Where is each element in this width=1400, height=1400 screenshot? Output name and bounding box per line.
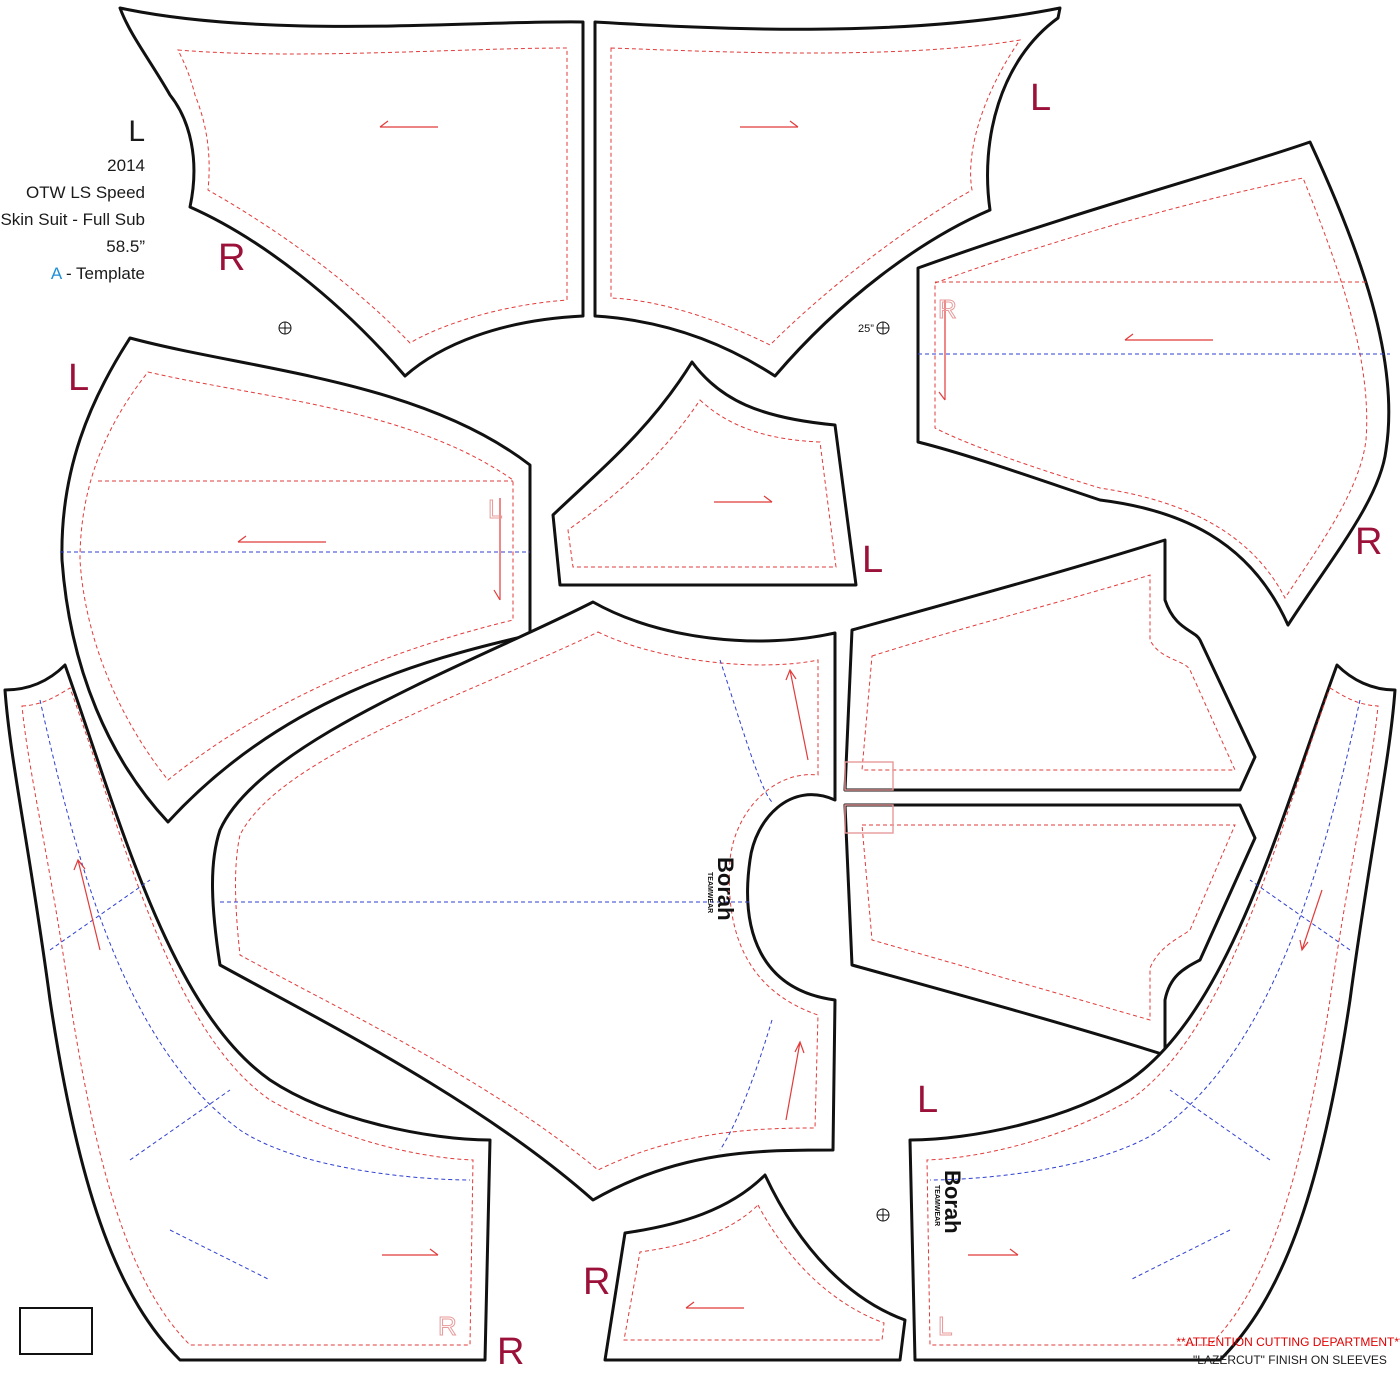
side-label-left-side: L: [68, 357, 90, 399]
cutting-notice-body: "LAZERCUT" FINISH ON SLEEVES: [1193, 1353, 1387, 1367]
cutting-notice: **ATTENTION CUTTING DEPARTMENT** "LAZERC…: [1140, 1333, 1400, 1369]
pattern-piece-gusset-top: [551, 360, 858, 587]
pattern-piece-top-right: [593, 6, 1062, 378]
brand-logo-leg: Borah TEAMWEAR: [933, 1170, 965, 1234]
registration-measure-label: 25”: [858, 323, 874, 335]
pattern-piece-leg-right: [908, 663, 1397, 1362]
size-label: L: [128, 115, 145, 148]
brand-logo-body: Borah TEAMWEAR: [706, 857, 738, 921]
blank-label-box: [19, 1307, 93, 1355]
svg-text:Borah: Borah: [713, 857, 738, 921]
year-label: 2014: [107, 156, 145, 175]
pattern-piece-sleeve-lower: [843, 803, 1257, 1057]
cutting-notice-title: **ATTENTION CUTTING DEPARTMENT**: [1176, 1335, 1400, 1349]
side-label-right-side: R: [1355, 521, 1383, 563]
pattern-piece-right-side: [916, 140, 1391, 627]
registration-mark-bottom: [876, 1208, 890, 1222]
side-label-top-right: L: [1030, 77, 1052, 119]
inner-mark-l-leg-right: L: [938, 1311, 952, 1341]
side-label-top-left: R: [218, 237, 246, 279]
template-suffix: - Template: [61, 264, 145, 283]
template-info: L 2014 OTW LS Speed Skin Suit - Full Sub…: [0, 112, 145, 287]
side-label-leg-left: R: [497, 1331, 525, 1373]
side-label-gusset-bottom: R: [583, 1261, 611, 1303]
inner-mark-l-left-side: L: [488, 494, 502, 524]
pattern-piece-left-side: [60, 336, 532, 824]
pattern-piece-top-left: [118, 6, 585, 378]
svg-text:Borah: Borah: [940, 1170, 965, 1234]
svg-text:TEAMWEAR: TEAMWEAR: [933, 1185, 940, 1226]
inner-mark-r-right-side: R: [938, 294, 957, 324]
pattern-piece-gusset-bottom: [603, 1173, 907, 1362]
product-line-1: OTW LS Speed: [25, 183, 145, 202]
svg-text:TEAMWEAR: TEAMWEAR: [706, 872, 713, 913]
product-line-2: Skin Suit - Full Sub: [0, 210, 145, 229]
inner-mark-r-leg-left: R: [438, 1311, 457, 1341]
registration-mark-right: [876, 321, 890, 335]
registration-mark-left: [278, 321, 292, 335]
pattern-piece-sleeve-upper: [843, 538, 1257, 792]
pattern-piece-leg-left: [3, 663, 492, 1362]
template-letter: A: [50, 264, 62, 283]
side-label-gusset-top: L: [862, 539, 884, 581]
template-label: A - Template: [0, 260, 145, 287]
pattern-piece-main-body: [211, 600, 837, 1202]
side-label-leg-right: L: [917, 1079, 939, 1121]
length-label: 58.5”: [106, 237, 145, 256]
